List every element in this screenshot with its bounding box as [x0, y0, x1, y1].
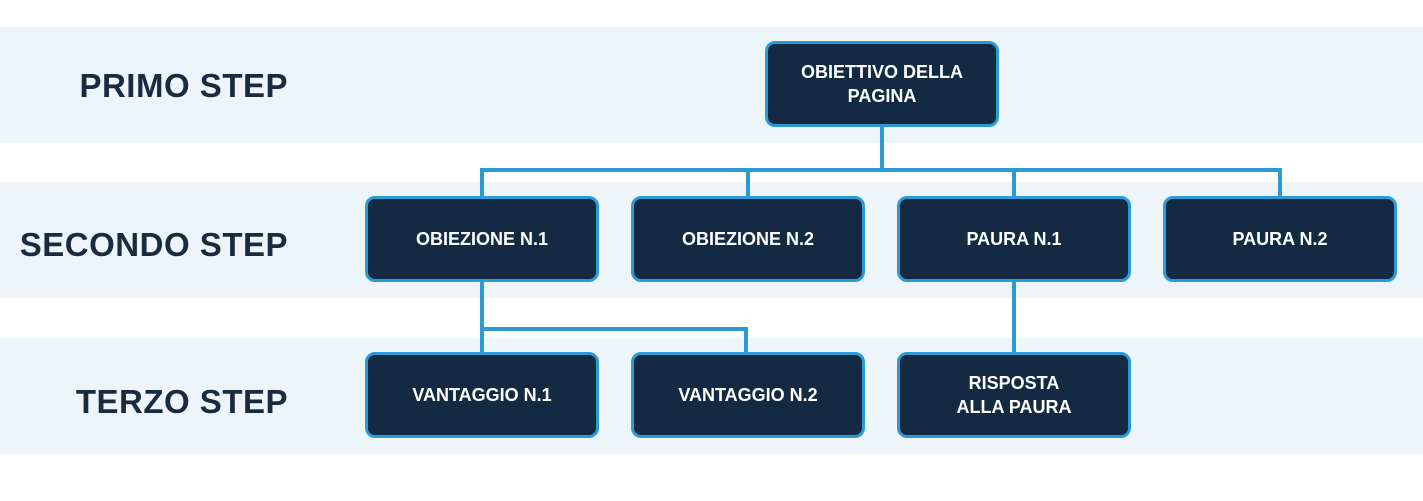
node-objection-1: OBIEZIONE N.1: [365, 196, 599, 282]
node-fear-answer: RISPOSTA ALLA PAURA: [897, 352, 1131, 438]
node-fear-1: PAURA N.1: [897, 196, 1131, 282]
step-band-first: [0, 27, 1423, 143]
node-fear-2: PAURA N.2: [1163, 196, 1397, 282]
step-label-third: TERZO STEP: [75, 383, 288, 420]
step-label-first: PRIMO STEP: [79, 67, 288, 104]
node-objection-2: OBIEZIONE N.2: [631, 196, 865, 282]
step-label-second: SECONDO STEP: [19, 226, 288, 263]
node-page-goal: OBIETTIVO DELLA PAGINA: [765, 41, 999, 127]
node-advantage-2: VANTAGGIO N.2: [631, 352, 865, 438]
node-advantage-1: VANTAGGIO N.1: [365, 352, 599, 438]
